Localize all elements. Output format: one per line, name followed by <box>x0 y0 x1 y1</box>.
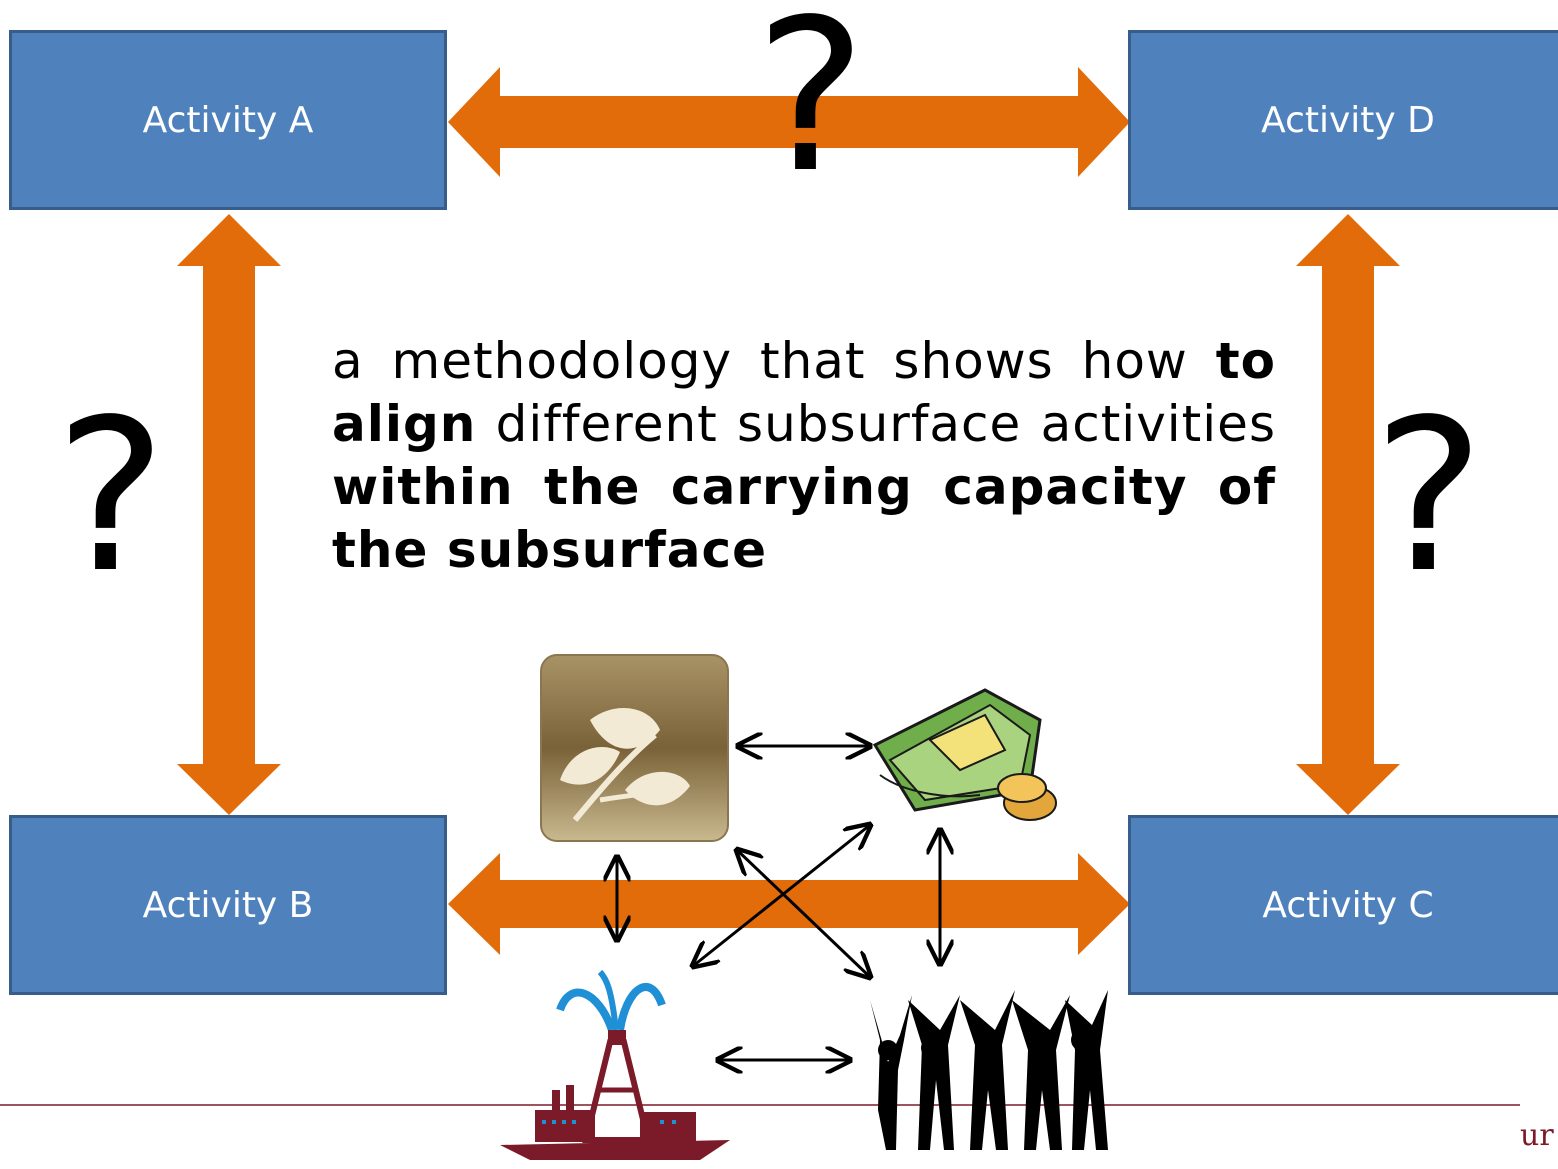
arrow-a-b <box>177 214 281 815</box>
oil-derrick-icon <box>500 969 730 1160</box>
question-mark-top: ? <box>755 0 867 219</box>
question-mark-left: ? <box>55 374 167 619</box>
statement-part-2: different subsurface activities <box>476 395 1276 453</box>
activity-d-box: Activity D <box>1128 30 1558 210</box>
leaf-tile-icon <box>540 654 729 842</box>
activity-a-label: Activity A <box>142 99 314 141</box>
statement-part-1: a methodology that shows how <box>332 332 1216 390</box>
question-mark-right: ? <box>1373 374 1485 619</box>
activity-a-box: Activity A <box>9 30 447 210</box>
money-stack-icon <box>872 688 1057 821</box>
activity-b-box: Activity B <box>9 815 447 995</box>
statement-bold-1: to align <box>332 332 1276 453</box>
statement-bold-2: within the carrying capacity of the subs… <box>332 458 1276 579</box>
people-crowd-icon <box>870 990 1108 1150</box>
central-statement: a methodology that shows how to align di… <box>332 330 1276 582</box>
link-money-derrick <box>693 825 870 966</box>
activity-c-box: Activity C <box>1128 815 1558 995</box>
arrow-d-c <box>1296 214 1400 815</box>
activity-d-label: Activity D <box>1261 99 1435 141</box>
activity-b-label: Activity B <box>142 884 314 926</box>
activity-c-label: Activity C <box>1262 884 1434 926</box>
footer-logo-fragment: ur <box>1520 1118 1554 1153</box>
link-leaf-crowd <box>737 850 870 977</box>
arrow-a-d <box>448 67 1130 177</box>
